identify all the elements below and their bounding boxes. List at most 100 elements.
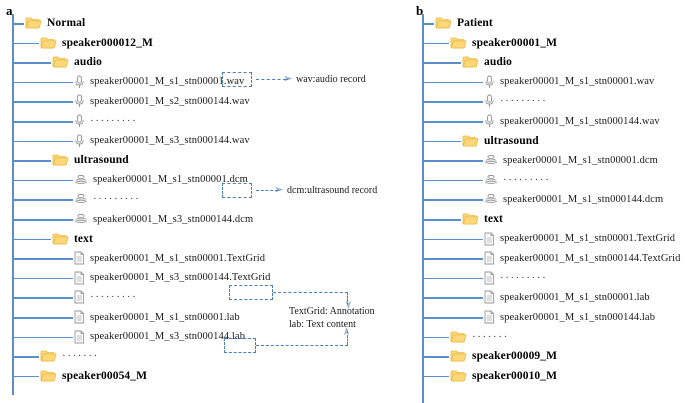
tree-row[interactable]: speaker00001_M_s3_stn000144.lab [0,328,410,346]
tree-row[interactable]: speaker000012_M [0,34,410,52]
tree-node[interactable]: speaker00054_M [40,367,147,385]
tree-row[interactable]: speaker00001_M_s1_stn00001.TextGrid [410,230,685,248]
tree-node[interactable]: speaker00001_M_s1_stn00001.TextGrid [74,249,265,267]
tree-row[interactable]: text [0,230,410,248]
tree-node[interactable]: speaker00010_M [450,367,557,385]
tree-node[interactable]: text [462,210,503,228]
microphone-icon [74,94,85,108]
tree-connector-line [423,199,483,201]
tree-node[interactable]: speaker00001_M_s1_stn00001.lab [74,308,240,326]
tree-row[interactable]: speaker00001_M_s3_stn000144.TextGrid [0,269,410,287]
tree-node[interactable]: ultrasound [52,151,129,169]
tree-node[interactable]: ultrasound [462,132,539,150]
tree-node[interactable]: ········· [74,112,137,130]
tree-row[interactable]: audio [410,53,685,71]
ultrasound-probe-icon [484,174,498,186]
tree-node[interactable]: speaker00001_M [450,34,557,52]
tree-node-ellipsis: ········· [500,95,548,108]
tree-node[interactable]: Normal [25,14,85,32]
document-icon [484,290,495,304]
tree-row[interactable]: speaker00001_M_s1_stn000144.wav [410,112,685,130]
annotation-text-textgrid: TextGrid: Annotation [289,306,375,317]
tree-row[interactable]: speaker00001_M_s1_stn00001.lab [0,308,410,326]
tree-node[interactable]: audio [52,53,102,71]
tree-node[interactable]: speaker00001_M_s3_stn000144.dcm [74,210,253,228]
tree-row[interactable]: speaker00001_M_s1_stn00001.dcm [410,151,685,169]
tree-node[interactable]: speaker00001_M_s1_stn00001.TextGrid [484,230,675,248]
tree-node[interactable]: ········· [74,190,140,208]
tree-node[interactable]: speaker00001_M_s1_stn00001.dcm [74,171,248,189]
tree-row[interactable]: speaker00001_M_s1_stn000144.dcm [410,190,685,208]
tree-node[interactable]: speaker00001_M_s1_stn00001.dcm [484,151,658,169]
tree-row[interactable]: speaker00001_M_s1_stn00001.lab [410,288,685,306]
folder-icon [462,134,479,148]
tree-row[interactable]: Normal [0,14,410,32]
tree-node-label: speaker00001_M_s2_stn000144.wav [90,95,250,107]
tree-connector-line [423,81,483,84]
folder-icon [52,55,69,69]
microphone-icon [74,75,85,89]
tree-row[interactable]: ········· [410,269,685,287]
tree-row[interactable]: ········· [410,92,685,110]
tree-node[interactable]: speaker00001_M_s1_stn00001.wav [484,73,654,91]
tree-row[interactable]: ········· [0,190,410,208]
tree-row[interactable]: speaker00001_M_s1_stn00001.TextGrid [0,249,410,267]
tree-row[interactable]: speaker00001_M_s3_stn000144.dcm [0,210,410,228]
tree-node[interactable]: text [52,230,93,248]
tree-node[interactable]: speaker00001_M_s1_stn000144.dcm [484,190,663,208]
tree-row[interactable]: speaker00001_M_s1_stn00001.wav [410,73,685,91]
tree-node[interactable]: speaker00001_M_s1_stn00001.lab [484,288,650,306]
tree-node[interactable]: speaker00001_M_s3_stn000144.TextGrid [74,269,270,287]
tree-trunk-a [12,14,14,395]
tree-node[interactable]: speaker000012_M [40,34,153,52]
tree-row[interactable]: ········· [410,171,685,189]
tree-row[interactable]: speaker00009_M [410,347,685,365]
tree-node[interactable]: ········· [484,92,547,110]
tree-connector-line [423,179,483,182]
tree-row[interactable]: speaker00001_M_s3_stn000144.wav [0,132,410,150]
tree-node[interactable]: Patient [435,14,493,32]
tree-row[interactable]: speaker00001_M_s1_stn00001.wav [0,73,410,91]
tree-row[interactable]: speaker00001_M_s1_stn00001.dcm [0,171,410,189]
tree-node[interactable]: speaker00001_M_s2_stn000144.wav [74,92,250,110]
tree-connector-line [13,101,73,103]
tree-node[interactable]: ······· [450,328,509,346]
tree-row[interactable]: ········· [0,288,410,306]
tree-node[interactable]: speaker00009_M [450,347,557,365]
tree-row[interactable]: Patient [410,14,685,32]
tree-row[interactable]: speaker00001_M_s1_stn000144.lab [410,308,685,326]
tree-node-label: speaker00001_M_s1_stn00001.wav [90,76,245,88]
tree-row[interactable]: speaker00054_M [0,367,410,385]
tree-row[interactable]: text [410,210,685,228]
folder-icon [40,349,57,363]
tree-row[interactable]: audio [0,53,410,71]
tree-row[interactable]: speaker00001_M [410,34,685,52]
tree-node[interactable]: ········· [484,171,550,189]
tree-row[interactable]: ········· [0,112,410,130]
tree-node[interactable]: speaker00001_M_s1_stn00001.wav [74,73,244,91]
tree-node[interactable]: speaker00001_M_s1_stn000144.TextGrid [484,249,680,267]
tree-node[interactable]: speaker00001_M_s3_stn000144.lab [74,328,245,346]
tree-node-label: ultrasound [74,154,129,167]
tree-connector-line [423,317,483,319]
tree-row[interactable]: speaker00001_M_s1_stn000144.TextGrid [410,249,685,267]
tree-row[interactable]: speaker00010_M [410,367,685,385]
microphone-icon [74,114,85,128]
tree-node[interactable]: audio [462,53,512,71]
tree-node[interactable]: speaker00001_M_s1_stn000144.lab [484,308,655,326]
tree-node[interactable]: ········· [484,269,547,287]
tree-connector-line [423,356,449,358]
tree-node[interactable]: speaker00001_M_s1_stn000144.wav [484,112,660,130]
tree-row[interactable]: speaker00001_M_s2_stn000144.wav [0,92,410,110]
tree-row[interactable]: ultrasound [410,132,685,150]
tree-node-label: audio [484,56,512,69]
tree-node-label: speaker00001_M_s1_stn00001.lab [500,291,650,303]
tree-node-ellipsis: ········· [90,291,138,304]
tree-row[interactable]: ······· [0,347,410,365]
tree-node[interactable]: ········· [74,288,137,306]
tree-node[interactable]: speaker00001_M_s3_stn000144.wav [74,132,250,150]
tree-row[interactable]: ······· [410,328,685,346]
tree-row[interactable]: ultrasound [0,151,410,169]
tree-node[interactable]: ······· [40,347,99,365]
document-icon [484,251,495,265]
